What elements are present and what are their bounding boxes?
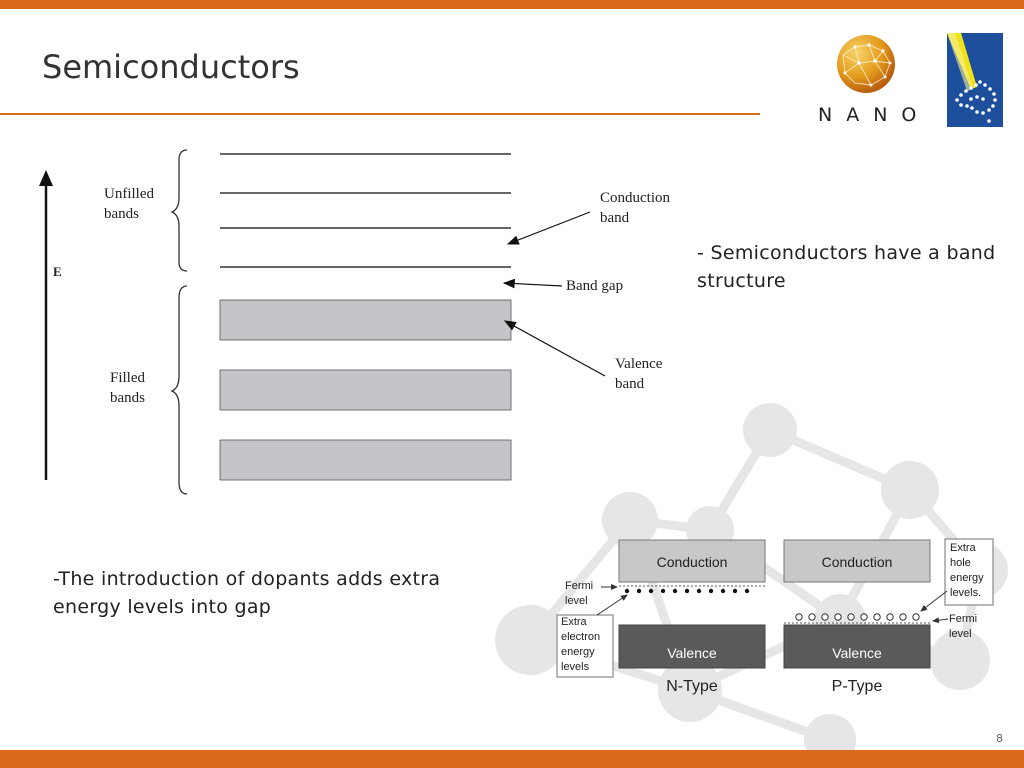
p-type-extra-label: Extra hole energy levels. xyxy=(950,542,984,599)
filled-bands-brace xyxy=(170,285,188,495)
n-type-extra-label-box xyxy=(556,614,614,678)
n-type-extra-label: Extra electron energy levels xyxy=(561,616,601,673)
bullet-band-structure: - Semiconductors have a band structure xyxy=(697,242,996,292)
band-diagram xyxy=(39,149,606,495)
doping-diagram xyxy=(556,538,994,678)
conduction-band-arrow xyxy=(506,211,591,245)
n-type-valence-band xyxy=(618,624,766,669)
n-type-caption: N-Type xyxy=(666,678,718,695)
valence-band-label: Valence band xyxy=(615,356,663,392)
energy-axis-label: E xyxy=(53,264,62,279)
energy-axis-arrowhead xyxy=(39,170,53,186)
p-type-fermi-label: Fermi level xyxy=(949,613,978,640)
globe-network-icon xyxy=(837,35,895,93)
title-underline xyxy=(0,113,760,115)
p-type-extra-label-box xyxy=(944,538,994,606)
band-gap-label: Band gap xyxy=(566,278,624,294)
n-type-conduction-label: Conduction xyxy=(656,554,728,570)
unfilled-bands-label: Unfilled bands xyxy=(104,186,154,222)
valence-band-arrow xyxy=(503,320,606,377)
p-type-caption: P-Type xyxy=(831,678,883,695)
nano-logo-text: NANO xyxy=(818,104,931,126)
filled-bands-label: Filled bands xyxy=(110,370,146,406)
n-type-conduction-band xyxy=(618,539,766,583)
filled-band xyxy=(219,439,512,481)
p-type-conduction-label: Conduction xyxy=(821,554,893,570)
bullet-dopants: -The introduction of dopants adds extra … xyxy=(53,568,441,618)
unfilled-bands-brace xyxy=(170,149,188,272)
band-gap-arrow xyxy=(502,278,563,289)
filled-band xyxy=(219,369,512,411)
p-type-valence-label: Valence xyxy=(832,645,882,661)
p-type-valence-band xyxy=(783,624,931,669)
p-type-conduction-band xyxy=(783,539,931,583)
bottom-accent-bar xyxy=(0,750,1024,768)
australia-map-icon xyxy=(947,33,1003,127)
slide-title: Semiconductors xyxy=(42,48,300,86)
n-type-electron-levels xyxy=(624,588,750,594)
n-type-valence-label: Valence xyxy=(667,645,717,661)
top-accent-bar xyxy=(0,0,1024,9)
page-number: 8 xyxy=(996,732,1003,745)
filled-band xyxy=(219,299,512,341)
p-type-hole-levels xyxy=(795,613,920,621)
conduction-band-label: Conduction band xyxy=(600,190,670,226)
n-type-fermi-label: Fermi level xyxy=(565,580,594,607)
